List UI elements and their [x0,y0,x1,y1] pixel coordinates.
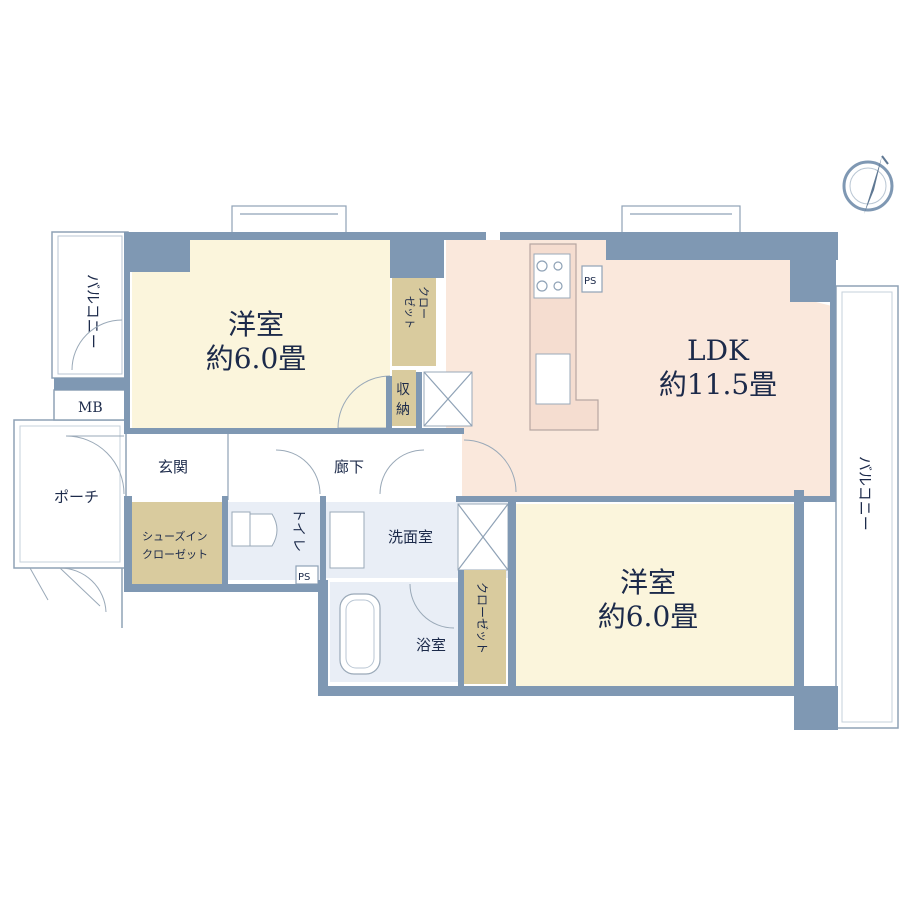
storage-line1: 収 [396,382,410,398]
storage [392,370,416,426]
porch [13,419,127,569]
shoes-in-closet-line2: クローゼット [142,548,208,561]
balcony-left [51,231,129,379]
mb-label: MB [78,400,103,416]
western-room-1-area: 約6.0畳 [206,342,307,375]
western-room-2-area: 約6.0畳 [598,600,699,633]
hallway-label: 廊下 [334,458,364,476]
closet-1-line2: ゼット [403,296,416,329]
washroom-label: 洗面室 [388,528,433,546]
entrance-label: 玄関 [158,458,188,476]
closet-1-line1: クロー [417,286,430,319]
ps-box-1 [581,265,603,293]
stove-icon [533,253,571,299]
balcony-right-label: バルコニー [856,456,874,531]
western-room-1-name: 洋室 [228,308,284,341]
closet-2-label: クローゼット [475,582,489,654]
walls [54,232,838,730]
western-room-2-name: 洋室 [620,566,676,599]
closet-2 [464,570,506,684]
toilet-line1: トイ [290,508,306,536]
shoes-in-closet-line1: シューズイン [142,529,207,543]
north-compass-icon [842,155,894,214]
porch-label: ポーチ [54,488,99,506]
shoes-in-closet [132,502,222,584]
toilet-icon [249,513,278,547]
closet-1 [392,278,436,366]
balcony-right [835,285,899,729]
washbasin-icon [329,511,365,569]
toilet-line2: レ [290,538,306,552]
storage-line2: 納 [396,402,410,418]
mb-box [53,389,127,421]
ldk-area: 約11.5畳 [659,368,777,401]
sink-icon [535,353,571,405]
balcony-left-label: バルコニー [84,274,102,349]
western-room-2 [516,504,796,686]
bathroom-label: 浴室 [416,636,446,654]
ps-1-label: PS [584,276,596,287]
ldk-name: LDK [687,334,750,367]
hallway-area [128,434,462,500]
ps-2-label: PS [298,572,310,583]
bathtub-icon [339,593,381,675]
